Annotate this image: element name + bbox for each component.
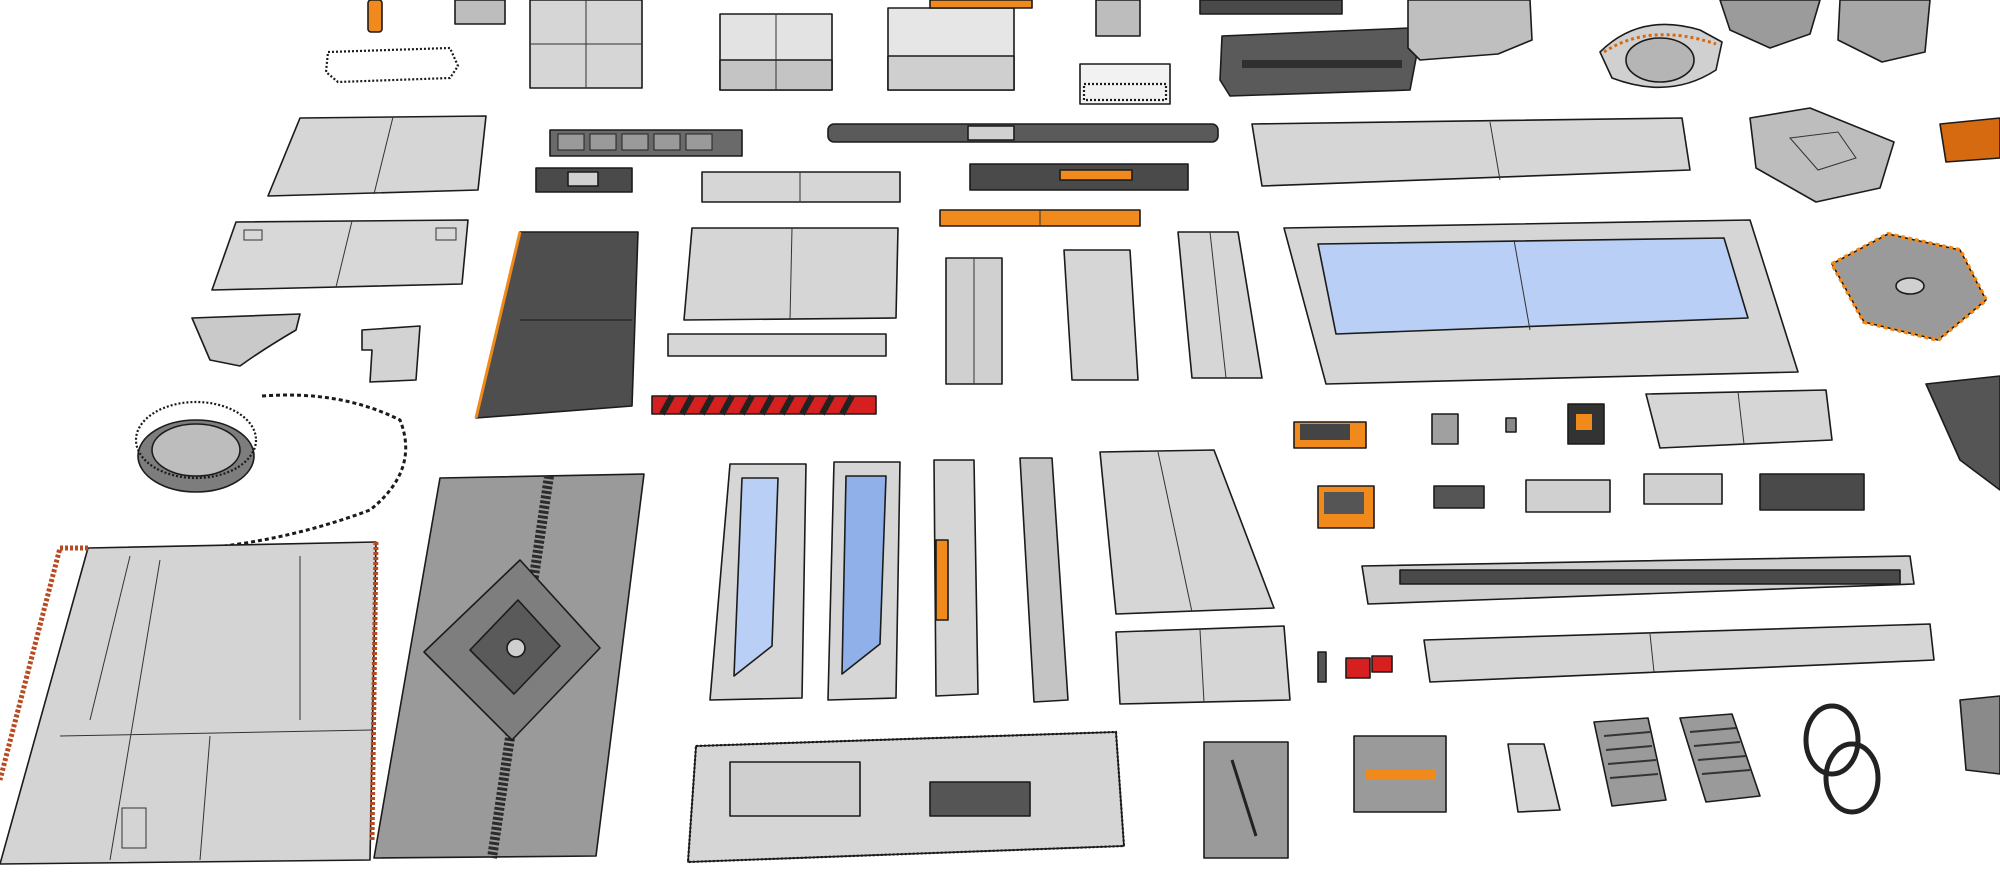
- cylinder-right: [1939, 117, 2000, 163]
- light-strip-1: [701, 171, 901, 203]
- center-left-parts: [373, 231, 877, 859]
- plate-below: [1115, 625, 1291, 705]
- cable-loop: [205, 393, 408, 550]
- dark-strip-top: [1199, 0, 1343, 15]
- dark-rail-orange: [969, 163, 1189, 191]
- plate-upper-left: [267, 115, 487, 197]
- plate-right-mid: [1645, 389, 1833, 449]
- left-column-parts: [0, 115, 487, 865]
- l-bracket: [361, 325, 421, 383]
- curved-wall-top: [1407, 0, 1533, 61]
- dark-slab: [475, 231, 639, 419]
- small-parts-cluster: [1293, 403, 1865, 683]
- plate-mid-left: [211, 219, 469, 291]
- long-light-rail: [1423, 623, 1935, 683]
- rounded-frame-top: [324, 46, 460, 84]
- long-rail: [827, 123, 1219, 143]
- orange-latch-top: [367, 0, 383, 33]
- fin-piece: [191, 313, 301, 367]
- small-bracket-top: [454, 0, 506, 25]
- top-row-parts: [324, 0, 1931, 105]
- narrow-rail: [1019, 457, 1069, 703]
- wide-plate-center: [1099, 449, 1275, 615]
- tall-panel-2: [1063, 249, 1139, 381]
- octagon-pad: [1749, 107, 1895, 203]
- corner-housing-top: [1719, 0, 1821, 49]
- edge-block-right: [1925, 375, 2000, 491]
- center-strips: [535, 123, 1263, 385]
- window-panels: [686, 449, 1291, 864]
- edge-block-right-2: [1959, 695, 2000, 775]
- small-tile: [1507, 743, 1561, 813]
- thin-strip-2: [667, 333, 887, 357]
- right-parts: [1251, 107, 2000, 815]
- big-window-glass: [1317, 237, 1749, 335]
- large-plate-right: [1251, 117, 1691, 187]
- corner-housing-top-2: [1837, 0, 1931, 63]
- ring-bracket: [1803, 703, 1881, 815]
- big-deck-panel: [0, 541, 377, 865]
- small-box-top: [1095, 0, 1141, 37]
- tall-panel-3: [1177, 231, 1263, 379]
